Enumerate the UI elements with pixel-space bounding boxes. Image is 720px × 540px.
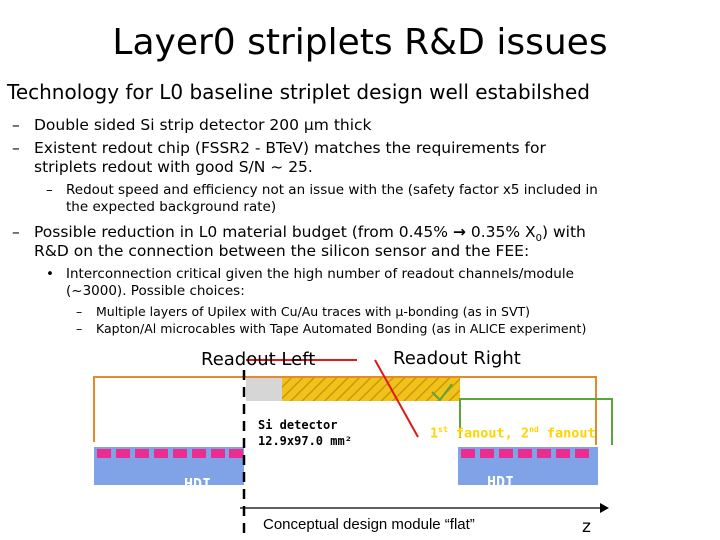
bullet-marker: – (12, 223, 20, 241)
si-sensor (282, 378, 460, 401)
bullet-marker: – (46, 182, 53, 198)
bullet-marker: – (76, 304, 83, 319)
bullet-marker: – (12, 116, 20, 134)
sensor-grey (246, 378, 282, 401)
bond-mark (431, 383, 453, 402)
readout-right-line (374, 359, 419, 438)
choice-upilex: Multiple layers of Upilex with Cu/Au tra… (96, 304, 531, 319)
slide-title: Layer0 striplets R&D issues (112, 22, 608, 63)
fanout-2-outline (459, 398, 613, 445)
chip-row-right (461, 449, 589, 458)
subbullet-interconnection-line1: Interconnection critical given the high … (66, 266, 574, 282)
si-detector-size: 12.9x97.0 mm² (258, 434, 352, 448)
hdi-right-label: HDI (487, 473, 515, 491)
diagram-caption: Conceptual design module “flat” (263, 516, 475, 533)
bullet-readout-chip-line1: Existent redout chip (FSSR2 - BTeV) matc… (34, 139, 546, 157)
choice-kapton: Kapton/Al microcables with Tape Automate… (96, 321, 587, 336)
bullet-detector: Double sided Si strip detector 200 µm th… (34, 116, 372, 134)
bullet-marker: – (76, 321, 83, 336)
bullet-marker: • (46, 266, 54, 282)
arrow-right-icon: → (452, 223, 466, 241)
z-axis-arrow-icon (600, 503, 609, 513)
z-axis-label: z (582, 517, 591, 537)
readout-right-label: Readout Right (393, 348, 521, 369)
readout-left-label: Readout Left (201, 349, 316, 370)
subbullet-redout-speed-line2: the expected background rate) (66, 199, 277, 215)
subbullet-interconnection-line2: (~3000). Possible choices: (66, 283, 245, 299)
subbullet-redout-speed-line1: Redout speed and efficiency not an issue… (66, 182, 598, 198)
fanout-label: 1st fanout, 2nd fanout (430, 425, 596, 442)
si-detector-label: Si detector (258, 418, 338, 432)
module-diagram (93, 359, 613, 538)
chip-row-left (97, 449, 243, 458)
bullet-material-budget-line2: R&D on the connection between the silico… (34, 242, 530, 260)
bullet-readout-chip-line2: striplets redout with good S/N ~ 25. (34, 158, 313, 176)
bullet-marker: – (12, 139, 20, 157)
hdi-left-label: HDI (184, 475, 212, 493)
fanout-1-outline (93, 376, 597, 445)
bullet-material-budget-line1: Possible reduction in L0 material budget… (34, 223, 586, 245)
slide-subtitle: Technology for L0 baseline striplet desi… (7, 80, 590, 104)
